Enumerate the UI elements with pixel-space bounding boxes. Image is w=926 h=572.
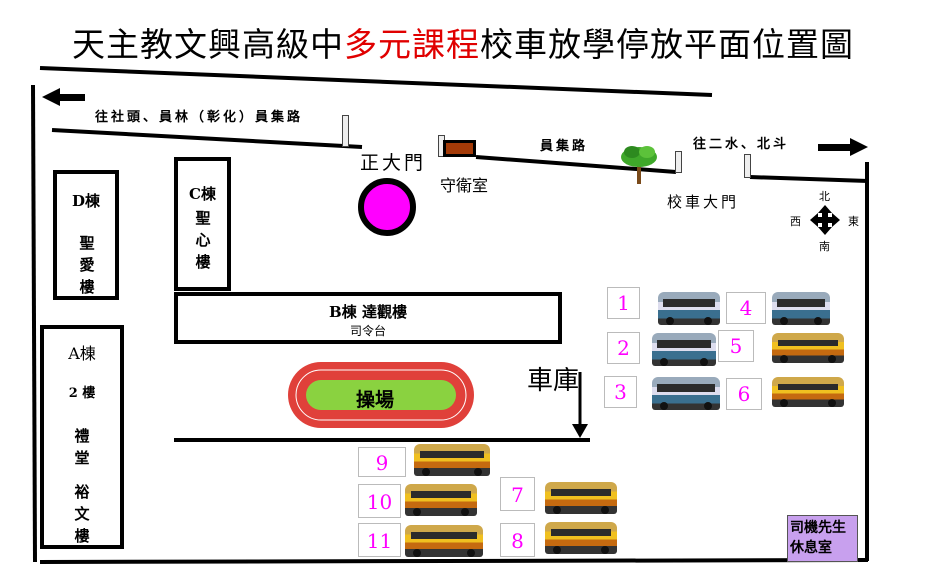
road-line-east xyxy=(749,175,869,183)
page-title: 天主教文興高級中多元課程校車放學停放平面位置圖 xyxy=(0,18,926,66)
south-boundary-line xyxy=(39,558,869,564)
parking-spot-8: 8 xyxy=(500,523,535,557)
title-text-end: 校車放學停放平面位置圖 xyxy=(480,25,854,64)
building-a-name: A棟 xyxy=(68,344,96,363)
main-gate-label: 正大門 xyxy=(360,152,427,174)
building-a: A棟 2 樓 禮堂 裕文樓 xyxy=(40,325,124,549)
compass-south: 南 xyxy=(819,240,830,253)
bus-icon xyxy=(545,482,617,514)
field-label: 操場 xyxy=(356,389,395,411)
road-line-west xyxy=(51,128,363,149)
title-text: 天主教文興高級中 xyxy=(72,25,344,64)
compass-north: 北 xyxy=(819,190,830,203)
bus-icon xyxy=(772,292,830,325)
building-a-floor: 2 樓 xyxy=(68,386,96,401)
parking-spot-1: 1 xyxy=(607,287,640,319)
road-label-east: 往二水、北斗 xyxy=(693,137,790,152)
parking-spot-9: 9 xyxy=(358,447,406,477)
garage-label: 車庫 xyxy=(527,366,580,396)
road-line-middle xyxy=(475,155,677,174)
driver-room-line1: 司機先生 xyxy=(790,520,846,536)
running-track xyxy=(288,362,474,428)
parking-spot-5: 5 xyxy=(718,330,754,362)
north-boundary-line xyxy=(39,66,713,97)
parking-spot-10: 10 xyxy=(358,484,401,518)
building-d-sub: 聖愛樓 xyxy=(79,234,95,296)
bus-icon xyxy=(772,333,844,363)
bus-icon xyxy=(652,333,716,366)
driver-rest-room: 司機先生 休息室 xyxy=(787,515,858,562)
gate-post xyxy=(744,154,751,178)
bus-icon xyxy=(658,292,720,325)
west-boundary-line xyxy=(31,84,37,563)
arrow-right-icon xyxy=(818,138,868,156)
compass-east: 東 xyxy=(848,215,859,228)
bus-icon xyxy=(414,444,490,476)
building-c: C棟 聖心樓 xyxy=(174,157,231,291)
bus-icon xyxy=(545,522,617,554)
tree-icon xyxy=(621,146,657,184)
building-d-name: D棟 xyxy=(71,192,100,210)
bus-gate-label: 校車大門 xyxy=(667,193,740,211)
parking-spot-2: 2 xyxy=(607,332,640,364)
arrow-down-icon xyxy=(572,424,588,438)
arrow-left-icon xyxy=(42,88,85,106)
building-a-sub: 裕文樓 xyxy=(74,483,90,545)
compass-icon xyxy=(810,205,840,235)
gate-post xyxy=(342,115,349,147)
building-c-sub: 聖心樓 xyxy=(195,209,211,271)
driver-room-line2: 休息室 xyxy=(790,540,832,556)
building-c-name: C棟 xyxy=(189,185,216,203)
guard-room-label: 守衛室 xyxy=(440,176,489,195)
main-gate-marker xyxy=(358,178,416,236)
bus-icon xyxy=(652,377,720,410)
guard-room-icon xyxy=(443,140,476,157)
compass-west: 西 xyxy=(790,215,801,228)
title-highlight: 多元課程 xyxy=(344,25,480,64)
road-label-middle: 員集路 xyxy=(540,139,589,154)
stage-label: 司令台 xyxy=(349,324,386,338)
parking-spot-6: 6 xyxy=(726,378,762,410)
parking-spot-7: 7 xyxy=(500,477,535,511)
parking-spot-3: 3 xyxy=(604,376,637,408)
building-b: B棟 達觀樓 司令台 xyxy=(174,292,562,344)
bus-icon xyxy=(772,377,844,407)
building-d: D棟 聖愛樓 xyxy=(53,170,119,300)
parking-spot-4: 4 xyxy=(726,292,766,324)
road-label-west: 往社頭、員林（彰化）員集路 xyxy=(95,110,304,125)
building-b-name: B棟 達觀樓 xyxy=(329,303,407,321)
parking-spot-11: 11 xyxy=(358,523,401,557)
bus-icon xyxy=(405,484,477,516)
bus-icon xyxy=(405,525,483,557)
gate-post xyxy=(675,151,682,173)
building-a-hall: 禮堂 xyxy=(74,427,90,467)
